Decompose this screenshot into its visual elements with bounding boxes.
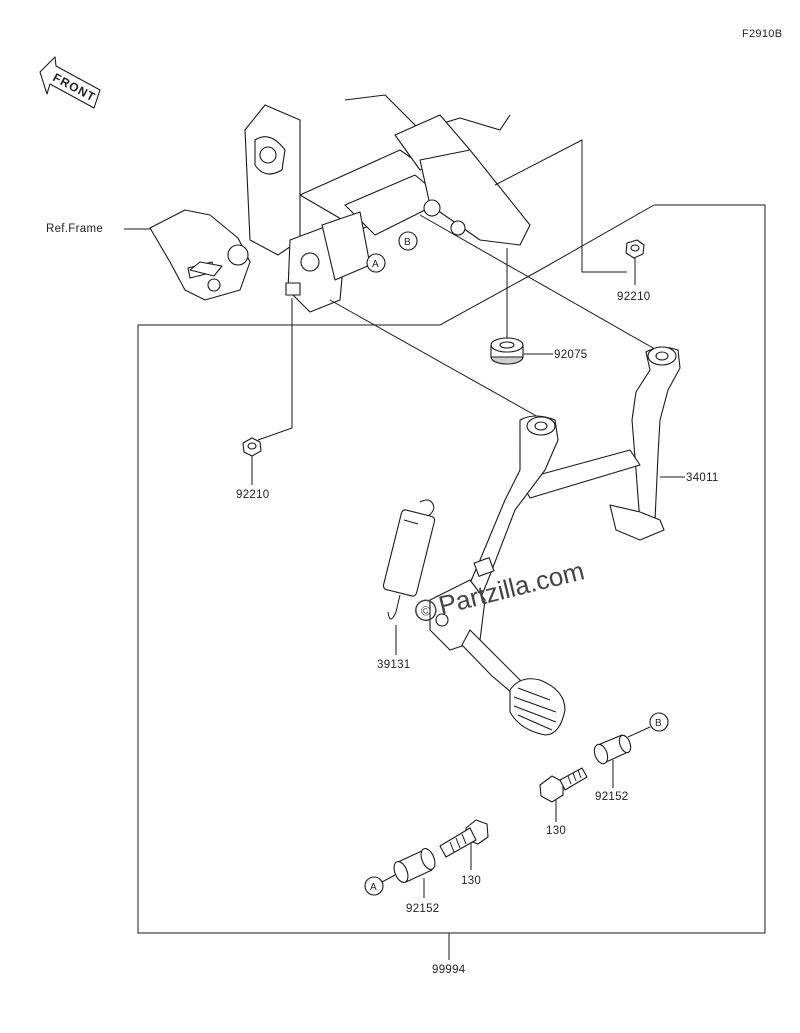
nut-top-right <box>625 239 645 259</box>
label-92152-a: 92152 <box>406 903 439 915</box>
watermark-text: Partzilla.com <box>436 555 588 620</box>
nut-left-bracket <box>257 298 293 441</box>
collar-a <box>393 848 436 883</box>
spring <box>382 499 436 620</box>
damper <box>490 337 524 365</box>
label-92152-b: 92152 <box>595 791 628 803</box>
label-130-b: 130 <box>546 825 566 837</box>
bolt-a <box>439 819 489 858</box>
callout-b-frame: B <box>398 231 418 251</box>
label-92210-top: 92210 <box>617 291 650 303</box>
center-stand <box>329 214 681 736</box>
callout-a-lower-label: A <box>370 882 377 893</box>
front-arrow-icon: FRONT <box>39 56 101 109</box>
label-92210-left: 92210 <box>236 489 269 501</box>
callout-a-lower: A <box>364 876 384 896</box>
frame-reference <box>149 94 531 313</box>
callout-a-frame: A <box>366 253 386 273</box>
callout-b-lower-label: B <box>655 718 662 729</box>
collar-b <box>593 734 632 765</box>
ref-frame-label: Ref.Frame <box>46 223 103 235</box>
nut-left <box>242 437 262 457</box>
assembly-bracket <box>137 204 766 934</box>
bolt-b <box>539 767 588 803</box>
svg-text:©: © <box>419 602 432 619</box>
callout-b-frame-label: B <box>404 237 411 248</box>
callout-b-lower: B <box>649 712 669 732</box>
callout-a-frame-label: A <box>372 259 379 270</box>
bracket-top <box>494 139 627 273</box>
label-99994: 99994 <box>432 964 466 976</box>
label-39131: 39131 <box>377 659 410 671</box>
label-130-a: 130 <box>461 875 481 887</box>
label-34011: 34011 <box>686 472 719 484</box>
figure-code: F2910B <box>742 28 782 40</box>
label-92075: 92075 <box>554 349 587 361</box>
